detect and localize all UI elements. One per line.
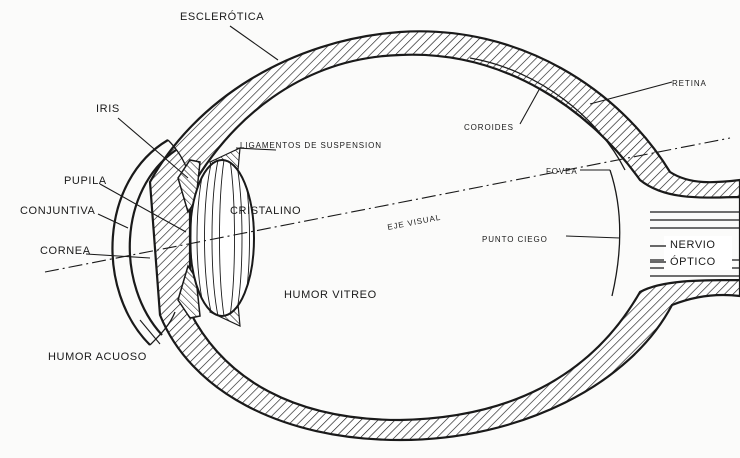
label-coroides: COROIDES xyxy=(464,123,514,132)
label-conjuntiva: CONJUNTIVA xyxy=(20,205,96,217)
label-cristalino: CRISTALINO xyxy=(230,205,301,217)
label-pupila: PUPILA xyxy=(64,175,107,187)
label-cornea: CORNEA xyxy=(40,245,91,257)
label-fovea: FOVEA xyxy=(546,167,578,176)
label-punto-ciego: PUNTO CIEGO xyxy=(482,235,548,244)
retina-line xyxy=(610,170,620,296)
label-humor-vitreo: HUMOR VITREO xyxy=(284,289,377,301)
label-eje-visual: EJE VISUAL xyxy=(387,213,442,232)
label-esclerotica: ESCLERÓTICA xyxy=(180,10,264,23)
lens xyxy=(190,160,257,316)
label-nervio: NERVIO xyxy=(670,239,716,251)
label-retina: RETINA xyxy=(672,79,707,88)
label-humor-acuoso: HUMOR ACUOSO xyxy=(48,351,147,363)
label-iris: IRIS xyxy=(96,103,120,115)
label-ligamentos: LIGAMENTOS DE SUSPENSION xyxy=(240,141,382,150)
label-optico: ÓPTICO xyxy=(670,255,716,268)
